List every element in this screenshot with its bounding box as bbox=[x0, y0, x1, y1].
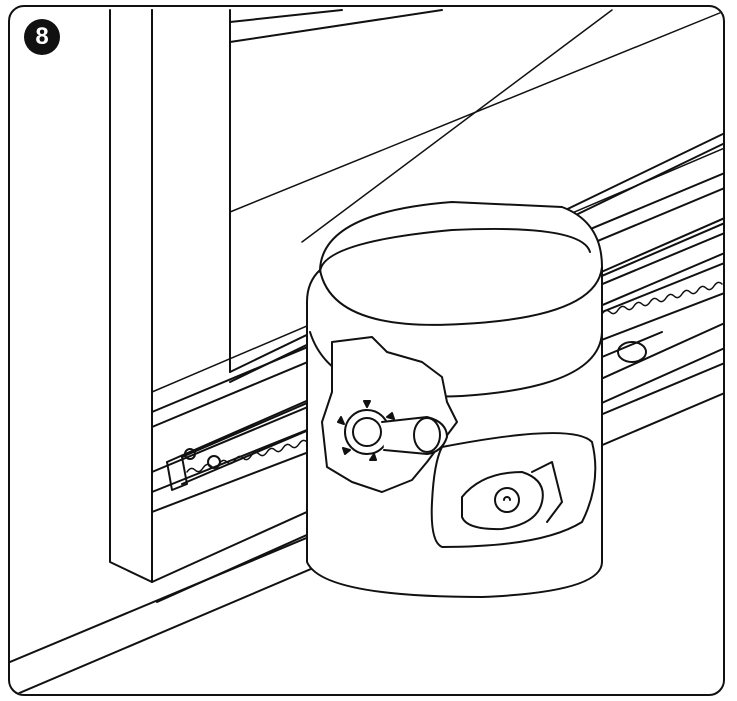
step-number-badge: 8 bbox=[24, 19, 60, 55]
figure-frame: 8 bbox=[8, 5, 725, 696]
sliding-gate-motor-illustration bbox=[10, 9, 723, 694]
guide-roller bbox=[601, 331, 663, 363]
release-lock bbox=[430, 432, 597, 548]
pinion-gear-cutaway bbox=[321, 336, 458, 493]
